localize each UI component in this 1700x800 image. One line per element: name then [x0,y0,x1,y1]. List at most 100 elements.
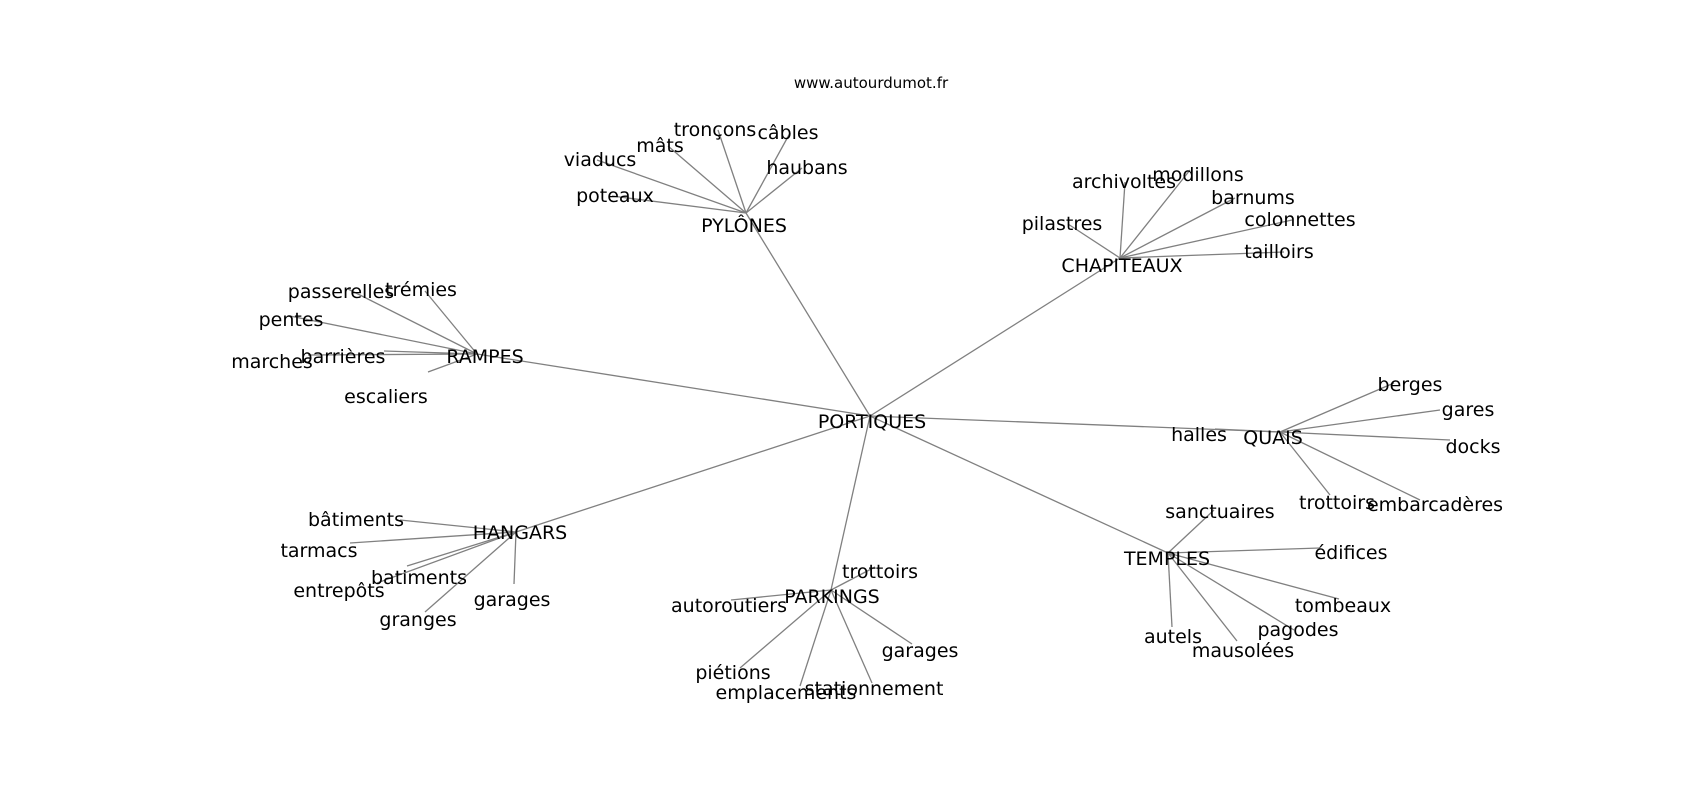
word-node-label: docks [1445,436,1500,458]
edge-hub-to-word [424,290,478,355]
word-node-label: autoroutiers [671,595,787,617]
edge-hub-to-word [376,531,517,584]
watermark-text: www.autourdumot.fr [794,74,949,92]
word-node-label: garages [882,640,959,662]
edge-hub-to-word [611,195,747,214]
edge-center-to-hub [869,257,1121,417]
edge-hub-to-word [667,145,747,214]
word-node-label: mâts [636,135,684,157]
edge-center-to-hub [869,415,1281,433]
word-node-label: colonnettes [1244,209,1355,231]
word-node-label: barrières [301,346,386,368]
edge-center-to-hub [476,353,871,417]
word-node-label: barnums [1211,187,1295,209]
word-node-label: haubans [766,157,847,179]
edge-hub-to-word [799,589,832,687]
word-node-label: modillons [1152,164,1244,186]
word-node-label: viaducs [564,149,637,171]
edge-center-to-hub [869,415,1169,554]
edge-center-to-hub [830,415,871,591]
edge-hub-to-word [739,589,832,669]
edge-hub-to-word [1279,382,1395,433]
edge-hub-to-word [1279,409,1441,433]
edge-hub-to-word [1279,431,1331,496]
word-node-label: escaliers [344,386,428,408]
word-node-label: trémies [385,279,457,301]
hub-node-label: PARKINGS [784,586,880,608]
word-node-label: trottoirs [842,561,918,583]
edge-hub-to-word [427,353,478,373]
edge-hub-to-word [347,288,478,355]
edge-hub-to-word [1167,552,1238,642]
word-node-label: mausolées [1192,640,1294,662]
edge-hub-to-word [1119,197,1236,259]
word-node-label: berges [1378,374,1443,396]
word-node-label: marches [231,351,313,373]
edge-hub-to-word [717,129,747,214]
edge-hub-to-word [399,519,517,533]
word-node-label: tailloirs [1244,241,1314,263]
word-node-label: autels [1144,626,1202,648]
hub-node-label: QUAIS [1243,427,1303,449]
edge-hub-to-word [1167,552,1295,631]
edge-hub-to-word [1167,509,1215,554]
edge-hub-to-word [745,132,791,214]
word-node-label: sanctuaires [1165,501,1274,523]
edge-hub-to-word [1167,547,1321,554]
edge-hub-to-word [1279,431,1421,501]
edge-hub-to-word [307,353,478,356]
edge-hub-to-word [1279,431,1451,441]
word-node-label: pilastres [1022,213,1103,235]
edges-layer [289,129,1451,687]
edge-hub-to-word [596,159,747,214]
word-node-label: piétions [695,662,770,684]
word-node-label: tronçons [674,119,757,141]
edge-hub-to-word [1119,219,1293,259]
center-node-label: PORTIQUES [818,411,926,433]
edge-hub-to-word [830,566,876,591]
edge-hub-to-word [745,167,803,214]
edge-hub-to-word [730,589,832,601]
edge-center-to-hub [515,415,871,533]
word-node-label: trottoirs [1299,492,1375,514]
word-node-label: pentes [259,309,324,331]
edge-hub-to-word [1119,169,1191,259]
edge-hub-to-word [1214,428,1281,433]
word-node-label: garages [474,589,551,611]
word-node-label: granges [379,609,456,631]
hub-node-label: CHAPITEAUX [1061,255,1182,277]
hub-node-label: PYLÔNES [701,213,787,237]
word-node-label: embarcadères [1367,494,1503,516]
edge-hub-to-word [830,589,873,684]
hub-node-label: RAMPES [446,346,523,368]
word-node-label: tombeaux [1295,595,1391,617]
edge-hub-to-word [289,315,478,355]
word-node-label: batiments [371,567,467,589]
edge-hub-to-word [1119,251,1285,259]
word-node-label: poteaux [576,185,654,207]
edge-center-to-hub [745,212,871,417]
word-node-label: entrepôts [293,580,384,602]
edge-hub-to-word [349,531,517,544]
word-node-label: pagodes [1257,619,1338,641]
edge-hub-to-word [406,531,517,567]
word-node-label: passerelles [288,281,394,303]
word-node-label: emplacements [716,682,857,704]
word-node-label: tarmacs [280,540,357,562]
edge-hub-to-word [513,531,517,585]
hub-node-label: TEMPLES [1123,548,1210,570]
word-node-label: édifices [1314,542,1387,564]
edge-hub-to-word [1119,181,1126,259]
edge-hub-to-word [1167,552,1173,628]
word-node-label: gares [1442,399,1495,421]
hub-node-label: HANGARS [473,522,567,544]
edge-hub-to-word [424,531,517,613]
word-node-label: câbles [757,122,818,144]
edge-hub-to-word [830,589,913,645]
word-node-label: bâtiments [308,509,404,531]
edge-hub-to-word [1067,223,1121,259]
word-node-label: halles [1171,424,1227,446]
word-node-label: archivoltes [1072,171,1176,193]
